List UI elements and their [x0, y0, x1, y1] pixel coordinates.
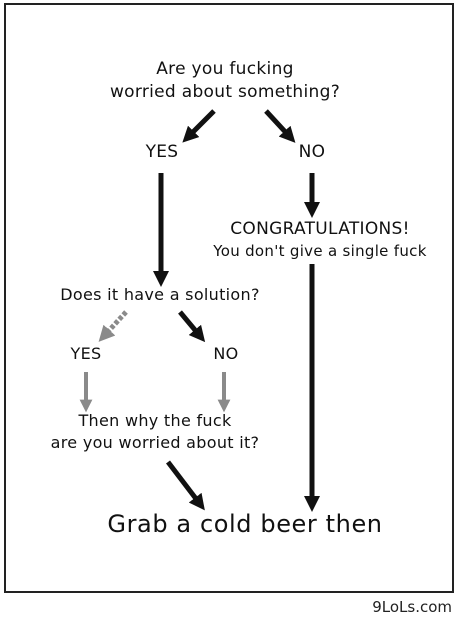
- site-watermark: 9LoLs.com: [372, 598, 452, 616]
- congratulations-box: CONGRATULATIONS! You don't give a single…: [200, 218, 440, 262]
- congratulations-subtitle: You don't give a single fuck: [213, 242, 427, 260]
- congratulations-title: CONGRATULATIONS!: [230, 219, 410, 239]
- answer-no-1: NO: [298, 142, 326, 162]
- question-worried-line-1: Are you fucking: [156, 59, 294, 79]
- question-worried: Are you fucking worried about something?: [0, 58, 450, 104]
- arrow-q1-to-yes: [182, 109, 216, 143]
- why-worried: Then why the fuck are you worried about …: [10, 410, 300, 454]
- arrow-q1-to-no: [264, 109, 296, 143]
- arrow-why-to-beer: [166, 460, 205, 511]
- arrow-q2-to-yes: [98, 310, 128, 342]
- answer-yes-2: YES: [70, 344, 102, 363]
- answer-yes-1: YES: [145, 142, 179, 162]
- diagram-frame: [4, 3, 454, 593]
- arrow-q2-to-no: [178, 310, 206, 343]
- why-worried-line-1: Then why the fuck: [78, 411, 232, 430]
- answer-no-2: NO: [213, 344, 239, 363]
- question-solution: Does it have a solution?: [60, 285, 260, 304]
- question-worried-line-2: worried about something?: [109, 82, 341, 102]
- final-cold-beer: Grab a cold beer then: [107, 510, 383, 538]
- why-worried-line-2: are you worried about it?: [50, 433, 260, 452]
